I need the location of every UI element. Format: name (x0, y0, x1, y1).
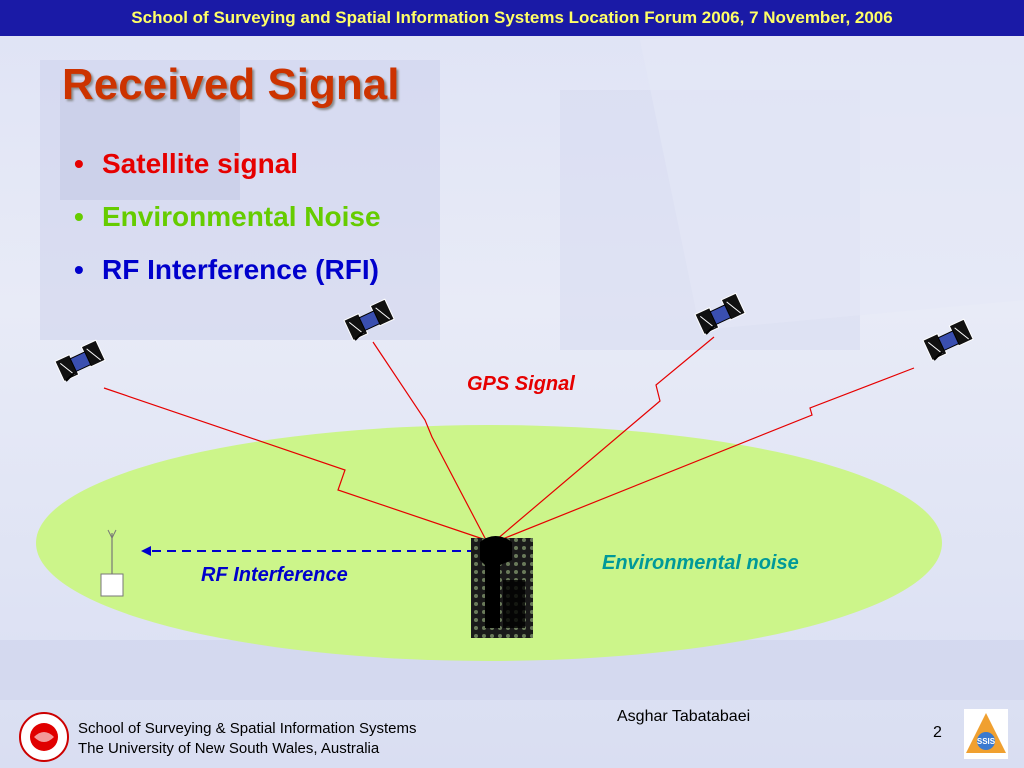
satellite-icon (921, 318, 975, 362)
ssis-logo-icon: SSIS (964, 709, 1008, 759)
gps-signal-label: GPS Signal (467, 373, 575, 395)
gps-signal-path-2 (372, 341, 487, 541)
satellite-icon (53, 339, 107, 383)
environmental-noise-label: Environmental noise (602, 552, 799, 574)
bullet-text: Environmental Noise (102, 201, 381, 232)
ssis-logo-text: SSIS (977, 737, 996, 746)
rf-interference-arrowhead (141, 546, 151, 556)
header-bar: School of Surveying and Spatial Informat… (0, 0, 1024, 36)
rf-interference-label: RF Interference (201, 564, 348, 586)
bullet-item-satellite-signal: • Satellite signal (74, 146, 381, 199)
footer-institution: School of Surveying & Spatial Informatio… (78, 719, 417, 759)
bullet-mark: • (74, 254, 84, 285)
bullet-mark: • (74, 148, 84, 179)
author-name: Asghar Tabatabaei (617, 708, 751, 725)
bullet-item-environmental-noise: • Environmental Noise (74, 199, 381, 252)
header-text: School of Surveying and Spatial Informat… (131, 8, 893, 27)
gps-signal-path-3 (495, 336, 715, 541)
gps-receiver-icon (471, 536, 533, 638)
bullet-item-rf-interference: • RF Interference (RFI) (74, 252, 381, 305)
antenna-transmitter-icon (100, 529, 124, 597)
bullet-mark: • (74, 201, 84, 232)
page-number: 2 (933, 724, 942, 741)
satellite-icon (693, 292, 747, 336)
gps-signal-path-4 (499, 367, 915, 541)
slide-title: Received Signal (62, 60, 400, 109)
gps-signal-path-1 (103, 387, 487, 541)
bullet-list: • Satellite signal • Environmental Noise •… (74, 146, 381, 305)
bullet-text: RF Interference (RFI) (102, 254, 379, 285)
unsw-50-years-seal-icon (19, 712, 69, 762)
footer-line-1: School of Surveying & Spatial Informatio… (78, 720, 417, 737)
footer-line-2: The University of New South Wales, Austr… (78, 740, 380, 757)
bullet-text: Satellite signal (102, 148, 299, 179)
satellite-icon (342, 298, 396, 342)
